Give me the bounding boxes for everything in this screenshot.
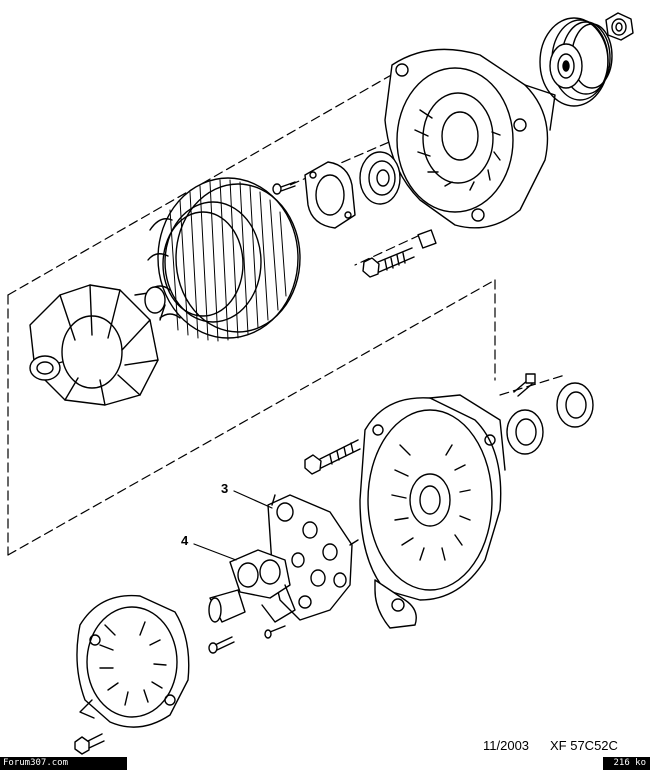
file-size-bar: 216 ko xyxy=(603,757,650,770)
through-bolt-lower xyxy=(304,439,361,475)
stator xyxy=(147,177,301,342)
callout-label-4: 4 xyxy=(181,533,189,548)
leader-lines xyxy=(193,490,273,561)
callout-label-3: 3 xyxy=(221,481,229,496)
regulator-screws xyxy=(208,625,286,654)
watermark-bar: Forum307.com xyxy=(0,757,127,770)
slip-ring-end-housing xyxy=(359,394,506,629)
footer-reference: XF 57C52C xyxy=(550,738,618,753)
cover-screw xyxy=(74,733,105,755)
bearing xyxy=(359,151,401,205)
drive-end-housing xyxy=(384,48,556,229)
rear-cover xyxy=(76,594,190,728)
retainer-screw xyxy=(272,181,296,195)
rotor xyxy=(29,284,166,406)
rectifier xyxy=(267,494,359,621)
watermark-site: Forum307.com xyxy=(3,758,69,768)
through-bolt xyxy=(362,229,437,278)
bearing-retainer xyxy=(304,161,356,229)
footer-date: 11/2003 xyxy=(483,738,530,753)
voltage-regulator xyxy=(208,549,296,623)
file-size-label: 216 ko xyxy=(613,758,646,768)
pulley xyxy=(539,17,613,107)
rear-bearing xyxy=(506,373,594,455)
pulley-nut xyxy=(605,12,634,41)
